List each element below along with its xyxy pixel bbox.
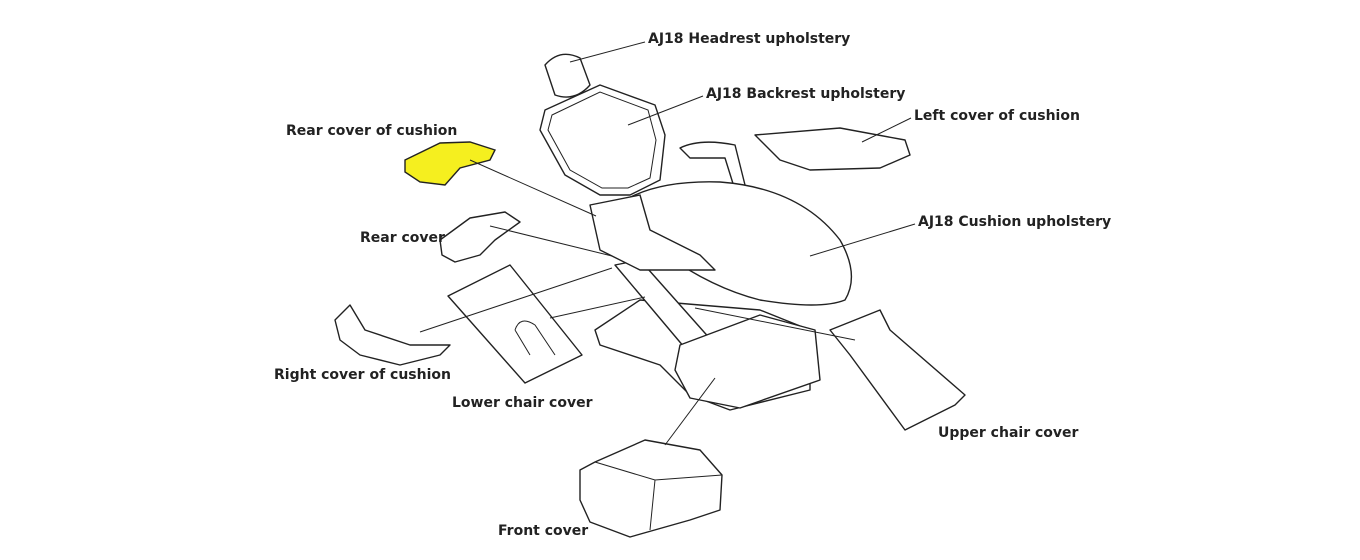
label-right-cover-of-cushion: Right cover of cushion xyxy=(274,367,451,383)
label-rear-cover-of-cushion: Rear cover of cushion xyxy=(286,123,458,139)
chair-frame xyxy=(589,194,716,271)
label-rear-cover: Rear cover xyxy=(360,230,445,246)
label-upper-chair-cover: Upper chair cover xyxy=(938,425,1079,441)
rear-cover-part xyxy=(439,211,521,263)
headrest-part xyxy=(544,53,591,98)
label-lower-chair-cover: Lower chair cover xyxy=(452,395,593,411)
armrest-part xyxy=(679,141,746,191)
label-cushion-upholstery: AJ18 Cushion upholstery xyxy=(918,214,1112,230)
label-backrest-upholstery: AJ18 Backrest upholstery xyxy=(706,86,906,102)
chair-lower-body xyxy=(674,314,821,409)
upper-chair-cover-part xyxy=(829,309,966,431)
right-cover-of-cushion-part xyxy=(334,304,451,366)
lower-chair-cover-part xyxy=(447,264,583,384)
leader-lines xyxy=(419,41,916,446)
label-left-cover-of-cushion: Left cover of cushion xyxy=(914,108,1080,124)
label-headrest-upholstery: AJ18 Headrest upholstery xyxy=(648,31,851,47)
left-cover-of-cushion-part xyxy=(754,127,911,171)
front-cover-part xyxy=(579,439,723,538)
rear-cover-of-cushion-part xyxy=(404,141,496,186)
backrest-part xyxy=(539,84,666,196)
label-front-cover: Front cover xyxy=(498,523,589,539)
